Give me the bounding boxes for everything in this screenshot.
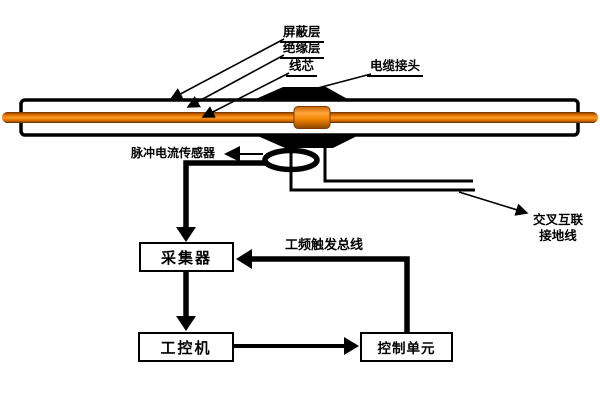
sensor-to-collector-line <box>183 160 266 229</box>
label-cross-bonding-line1: 交叉互联 <box>533 212 584 227</box>
pulse-current-sensor-ring <box>262 147 320 173</box>
label-wire-core: 线芯 <box>286 59 318 77</box>
ipc-to-control-arrowhead <box>344 337 359 355</box>
label-pulse-current-sensor: 脉冲电流传感器 <box>131 146 216 160</box>
trigger-bus-arrowhead <box>236 249 252 269</box>
label-cable-joint: 电缆接头 <box>367 59 424 77</box>
block-industrial-computer: 工控机 <box>138 332 234 362</box>
ground-wire-lower <box>289 146 475 192</box>
leader-shield-arrow <box>169 38 285 100</box>
leader-insulation-arrow <box>186 54 285 108</box>
sensor-to-collector-arrowhead <box>176 227 196 242</box>
label-cross-bonding-ground: 交叉互联 接地线 <box>533 212 583 245</box>
cable-joint-body-bottom <box>252 133 362 148</box>
label-cross-bonding-line2: 接地线 <box>539 228 577 244</box>
cable-joint-sleeve <box>293 106 331 129</box>
ground-wire-upper <box>323 146 473 183</box>
ground-label-arrow <box>458 191 529 216</box>
cable-joint-body-top <box>250 87 352 102</box>
label-insulation-layer: 绝缘层 <box>280 41 324 59</box>
block-collector: 采集器 <box>139 242 234 272</box>
collector-to-ipc-arrowhead <box>176 316 196 331</box>
label-shield-layer: 屏蔽层 <box>280 25 324 43</box>
trigger-bus-line <box>250 256 410 332</box>
leader-joint-line <box>313 73 372 90</box>
leader-core-arrow <box>201 72 290 118</box>
label-trigger-bus: 工频触发总线 <box>285 238 364 253</box>
block-control-unit: 控制单元 <box>360 332 453 362</box>
